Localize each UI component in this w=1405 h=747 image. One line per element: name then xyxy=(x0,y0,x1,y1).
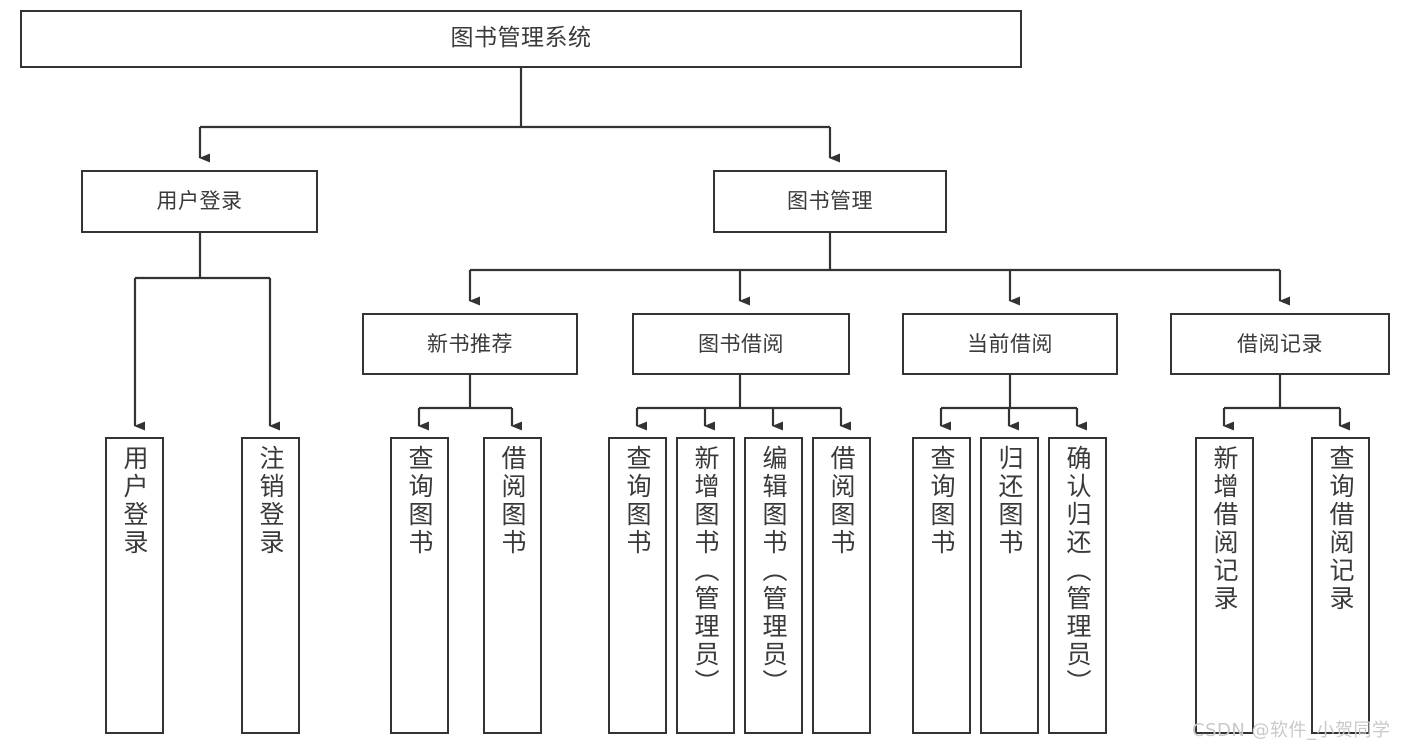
node-leaf-query-book-a-label: 查询图书 xyxy=(405,445,434,557)
node-leaf-borrow-book-b[interactable]: 借阅图书 xyxy=(812,437,871,734)
node-leaf-query-book-b[interactable]: 查询图书 xyxy=(608,437,667,734)
node-borrow-record-label: 借阅记录 xyxy=(1237,331,1323,356)
node-leaf-borrow-book-a[interactable]: 借阅图书 xyxy=(483,437,542,734)
node-borrow-record[interactable]: 借阅记录 xyxy=(1170,313,1390,375)
node-leaf-confirm-return-label: 确认归还（管理员） xyxy=(1063,445,1092,697)
node-book-manage[interactable]: 图书管理 xyxy=(713,170,947,233)
node-leaf-query-book-b-label: 查询图书 xyxy=(623,445,652,557)
node-leaf-logout[interactable]: 注销登录 xyxy=(241,437,300,734)
node-leaf-add-record-label: 新增借阅记录 xyxy=(1210,445,1239,613)
node-new-book-recommend[interactable]: 新书推荐 xyxy=(362,313,578,375)
node-book-manage-label: 图书管理 xyxy=(787,189,873,214)
node-leaf-query-record-label: 查询借阅记录 xyxy=(1326,445,1355,613)
node-new-book-recommend-label: 新书推荐 xyxy=(427,331,513,356)
node-current-borrow-label: 当前借阅 xyxy=(967,331,1053,356)
node-leaf-edit-book-label: 编辑图书（管理员） xyxy=(759,445,788,697)
node-leaf-query-book-c-label: 查询图书 xyxy=(927,445,956,557)
node-leaf-query-book-c[interactable]: 查询图书 xyxy=(912,437,971,734)
node-leaf-login[interactable]: 用户登录 xyxy=(105,437,164,734)
node-leaf-borrow-book-b-label: 借阅图书 xyxy=(827,445,856,557)
node-leaf-add-book-label: 新增图书（管理员） xyxy=(691,445,720,697)
node-root-label: 图书管理系统 xyxy=(450,25,592,52)
node-user-login[interactable]: 用户登录 xyxy=(81,170,318,233)
node-book-borrow-label: 图书借阅 xyxy=(698,331,784,356)
node-leaf-query-book-a[interactable]: 查询图书 xyxy=(390,437,449,734)
node-root[interactable]: 图书管理系统 xyxy=(20,10,1022,68)
node-leaf-add-record[interactable]: 新增借阅记录 xyxy=(1195,437,1254,734)
node-leaf-borrow-book-a-label: 借阅图书 xyxy=(498,445,527,557)
node-leaf-return-book-label: 归还图书 xyxy=(995,445,1024,557)
node-book-borrow[interactable]: 图书借阅 xyxy=(632,313,850,375)
node-leaf-edit-book[interactable]: 编辑图书（管理员） xyxy=(744,437,803,734)
watermark: CSDN @软件_小贺同学 xyxy=(1192,720,1391,741)
node-current-borrow[interactable]: 当前借阅 xyxy=(902,313,1118,375)
node-leaf-return-book[interactable]: 归还图书 xyxy=(980,437,1039,734)
node-user-login-label: 用户登录 xyxy=(156,189,243,214)
node-leaf-logout-label: 注销登录 xyxy=(256,445,285,557)
node-leaf-add-book[interactable]: 新增图书（管理员） xyxy=(676,437,735,734)
node-leaf-confirm-return[interactable]: 确认归还（管理员） xyxy=(1048,437,1107,734)
node-leaf-login-label: 用户登录 xyxy=(120,445,149,557)
node-leaf-query-record[interactable]: 查询借阅记录 xyxy=(1311,437,1370,734)
